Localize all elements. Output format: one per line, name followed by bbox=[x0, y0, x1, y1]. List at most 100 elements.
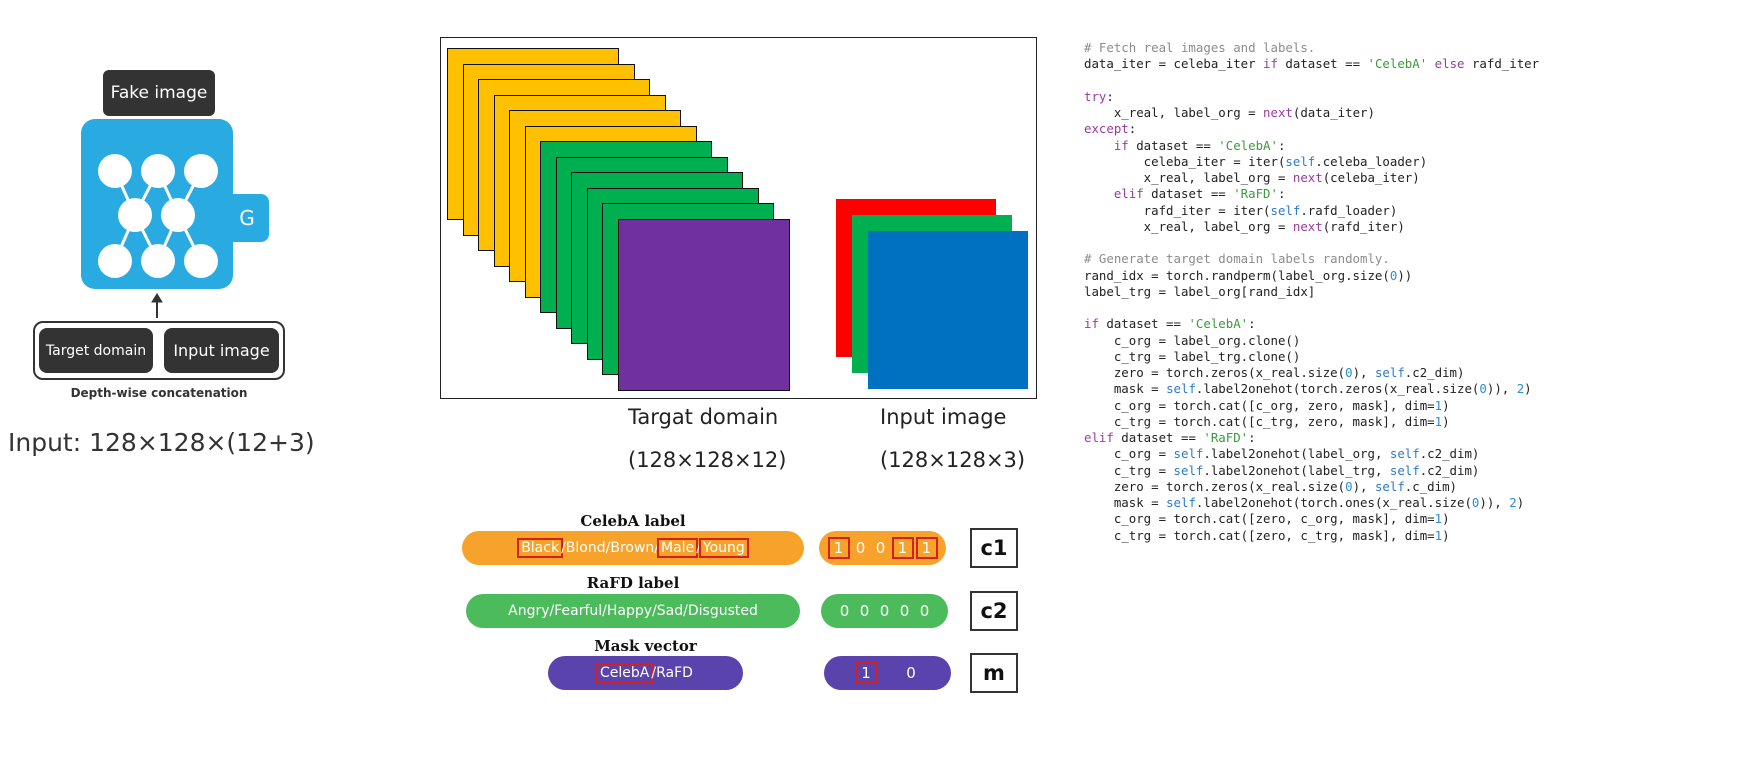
code-line: if dataset == 'CelebA': bbox=[1113, 137, 1286, 153]
input-image-size: (128×128×3) bbox=[880, 448, 1026, 472]
rafd-vector-bit: 0 bbox=[919, 602, 930, 620]
code-line: elif dataset == 'RaFD': bbox=[1113, 186, 1286, 202]
code-line bbox=[1084, 235, 1741, 251]
separator: / bbox=[561, 540, 566, 556]
target-domain-size: (128×128×12) bbox=[628, 448, 787, 472]
code-line: rafd_iter = iter(self.rafd_loader) bbox=[1084, 202, 1398, 218]
concatenation-caption: Depth-wise concatenation bbox=[70, 386, 248, 400]
target-domain-channel bbox=[617, 218, 790, 391]
code-line: x_real, label_org = next(celeba_iter) bbox=[1084, 170, 1420, 185]
fake-image-box: Fake image bbox=[103, 70, 215, 116]
code-line: c_org = torch.cat([zero, c_org, mask], d… bbox=[1084, 511, 1450, 527]
generator-label: G bbox=[239, 206, 255, 230]
celeba-label-title: CelebA label bbox=[580, 512, 686, 530]
separator: / bbox=[683, 603, 688, 619]
m-label: m bbox=[983, 661, 1005, 685]
code-line: x_real, label_org = next(data_iter) bbox=[1084, 105, 1375, 120]
code-line: # Fetch real images and labels. bbox=[1084, 40, 1316, 55]
code-line: celeba_iter = iter(self.celeba_loader) bbox=[1084, 153, 1428, 169]
m-code-box: m bbox=[970, 653, 1018, 693]
arrow-from-input bbox=[151, 293, 163, 318]
rafd-vector-bit: 0 bbox=[859, 602, 870, 620]
celeba-vector-bit: 1 bbox=[891, 537, 914, 559]
separator: / bbox=[602, 603, 607, 619]
separator: / bbox=[651, 665, 657, 681]
celeba-attribute: Young bbox=[698, 538, 749, 558]
rafd-attribute: Fearful bbox=[554, 603, 603, 619]
rafd-vector-bit: 0 bbox=[879, 602, 890, 620]
target-domain-label: Target domain bbox=[45, 342, 147, 359]
input-image-channel bbox=[868, 231, 1028, 389]
target-domain-box: Target domain bbox=[39, 328, 153, 373]
rafd-vector-bit: 0 bbox=[839, 602, 850, 620]
code-line: rand_idx = torch.randperm(label_org.size… bbox=[1084, 267, 1413, 283]
tensor-illustration bbox=[440, 37, 1037, 399]
code-line: x_real, label_org = next(rafd_iter) bbox=[1084, 218, 1405, 234]
code-line: except: bbox=[1084, 121, 1137, 137]
concatenation-frame bbox=[33, 321, 285, 380]
code-line: c_trg = label_trg.clone() bbox=[1084, 348, 1301, 364]
separator: / bbox=[654, 540, 660, 556]
code-line: c_org = torch.cat([c_org, zero, mask], d… bbox=[1084, 397, 1450, 413]
input-image-label: Input image bbox=[173, 341, 270, 360]
celeba-attribute-pill: Black / Blond / Brown / Male / Young bbox=[462, 531, 804, 565]
c1-code-box: c1 bbox=[970, 528, 1018, 568]
mask-vector-bit: 1 bbox=[855, 662, 877, 684]
code-line: mask = self.label2onehot(torch.zeros(x_r… bbox=[1084, 381, 1532, 397]
celeba-vector-bit: 1 bbox=[827, 537, 850, 559]
celeba-vector-bit: 0 bbox=[875, 539, 886, 557]
rafd-label-title: RaFD label bbox=[586, 574, 680, 592]
neural-network-icon bbox=[98, 154, 218, 278]
celeba-vector-bit: 0 bbox=[855, 539, 866, 557]
celeba-attribute: Blond bbox=[565, 540, 606, 556]
code-line: mask = self.label2onehot(torch.ones(x_re… bbox=[1084, 495, 1525, 510]
rafd-attribute-pill: Angry / Fearful / Happy / Sad / Disguste… bbox=[466, 594, 800, 628]
celeba-attribute: Black bbox=[517, 538, 564, 558]
separator: / bbox=[696, 540, 701, 556]
separator: / bbox=[605, 540, 611, 556]
code-line: zero = torch.zeros(x_real.size(0), self.… bbox=[1084, 365, 1465, 380]
mask-vector-title: Mask vector bbox=[594, 637, 697, 655]
code-line bbox=[1084, 73, 1741, 89]
code-line: data_iter = celeba_iter if dataset == 'C… bbox=[1084, 56, 1540, 72]
celeba-attribute: Brown bbox=[610, 540, 655, 556]
mask-attribute-pill: CelebA / RaFD bbox=[548, 656, 743, 690]
rafd-attribute: Disgusted bbox=[687, 603, 758, 619]
rafd-attribute: Happy bbox=[606, 603, 653, 619]
fake-image-label: Fake image bbox=[110, 83, 208, 103]
c1-label: c1 bbox=[980, 536, 1008, 560]
code-line: # Generate target domain labels randomly… bbox=[1084, 251, 1390, 267]
c2-code-box: c2 bbox=[970, 591, 1018, 631]
mask-attribute: CelebA bbox=[596, 663, 654, 683]
code-snippet: # Fetch real images and labels.data_iter… bbox=[1084, 40, 1741, 580]
rafd-attribute: Angry bbox=[508, 603, 550, 619]
code-line bbox=[1084, 300, 1741, 316]
code-line: c_trg = torch.cat([c_trg, zero, mask], d… bbox=[1084, 413, 1450, 429]
separator: / bbox=[652, 603, 657, 619]
target-domain-title: Targat domain bbox=[628, 405, 779, 429]
code-line: label_trg = label_org[rand_idx] bbox=[1084, 283, 1316, 299]
code-line: c_trg = self.label2onehot(label_trg, sel… bbox=[1084, 462, 1480, 478]
code-line: if dataset == 'CelebA': bbox=[1084, 316, 1256, 332]
celeba-vector-bit: 1 bbox=[915, 537, 938, 559]
generator-tab: G bbox=[225, 194, 269, 242]
code-line: c_trg = torch.cat([zero, c_trg, mask], d… bbox=[1084, 527, 1450, 543]
input-image-title: Input image bbox=[880, 405, 1007, 429]
celeba-attribute: Male bbox=[657, 538, 699, 558]
rafd-vector-bit: 0 bbox=[899, 602, 910, 620]
code-line: c_org = label_org.clone() bbox=[1084, 332, 1301, 348]
code-line: c_org = self.label2onehot(label_org, sel… bbox=[1084, 446, 1480, 462]
input-image-box: Input image bbox=[164, 328, 279, 373]
rafd-attribute: Sad bbox=[656, 603, 684, 619]
c2-label: c2 bbox=[980, 599, 1008, 623]
code-line: try: bbox=[1084, 88, 1114, 104]
input-size-caption: Input: 128×128×(12+3) bbox=[8, 428, 315, 457]
code-line: elif dataset == 'RaFD': bbox=[1084, 430, 1256, 445]
code-line: zero = torch.zeros(x_real.size(0), self.… bbox=[1084, 478, 1458, 494]
mask-attribute: RaFD bbox=[656, 665, 693, 681]
mask-vector-bit: 0 bbox=[906, 664, 916, 682]
separator: / bbox=[549, 603, 555, 619]
